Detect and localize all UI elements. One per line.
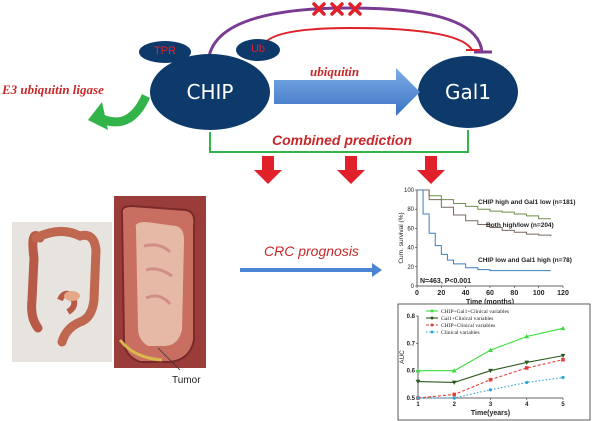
- combined-bracket: [209, 130, 469, 153]
- auc-x-tick-label: 4: [525, 402, 529, 408]
- combined-prediction-label: Combined prediction: [272, 132, 412, 148]
- auc-point: [452, 392, 457, 397]
- auc-point: [415, 368, 421, 373]
- chip-label: CHIP: [186, 80, 234, 104]
- km-y-label: Cum. survival (%): [398, 212, 405, 263]
- km-series-line: [417, 189, 551, 220]
- km-x-tick-label: 0: [415, 290, 419, 297]
- auc-x-tick-label: 1: [416, 402, 420, 408]
- km-y-tick-label: 0: [411, 284, 415, 290]
- auc-point: [416, 396, 420, 400]
- auc-y-tick-label: 0.5: [407, 396, 416, 402]
- km-x-tick-label: 60: [486, 290, 494, 297]
- km-y-tick-label: 20: [407, 265, 414, 271]
- km-series-label: CHIP high and Gal1 low (n=181): [478, 199, 576, 206]
- blocked-x-marks: [312, 2, 362, 16]
- crc-prognosis-label: CRC prognosis: [264, 243, 359, 259]
- auc-x-tick-label: 3: [489, 402, 493, 408]
- auc-point: [561, 375, 565, 380]
- km-series-label: Both high/low (n=204): [486, 222, 554, 229]
- auc-point: [415, 379, 421, 384]
- auc-x-tick-label: 5: [561, 402, 565, 408]
- tumor-illustration: [114, 196, 206, 371]
- auc-legend-label: CHIP+Clinical variables: [441, 323, 495, 329]
- km-y-tick-label: 100: [404, 188, 415, 194]
- auc-point: [561, 357, 565, 362]
- auc-point: [560, 353, 566, 359]
- inhibition-arc-purple: [206, 6, 484, 65]
- km-x-tick-label: 100: [533, 290, 545, 297]
- auc-point: [560, 325, 566, 331]
- auc-legend-label: CHIP+Gal1+Clinical variables: [441, 309, 509, 315]
- km-y-tick-label: 40: [407, 246, 414, 252]
- auc-point: [488, 368, 493, 374]
- km-annotation: N=463, P<0.001: [420, 278, 471, 285]
- ub-label: Ub: [250, 43, 266, 55]
- auc-point: [451, 380, 457, 385]
- km-x-tick-label: 20: [437, 290, 445, 297]
- auc-point: [451, 368, 457, 373]
- auc-legend-marker: [430, 316, 434, 320]
- auc-legend-marker: [430, 323, 434, 327]
- km-x-tick-label: 40: [462, 290, 470, 297]
- e3-loop-arrow: [98, 94, 151, 127]
- auc-series-line: [418, 376, 564, 399]
- ub-node: [236, 39, 280, 61]
- km-y-tick-label: 80: [407, 207, 414, 213]
- auc-x-label: Time(years): [471, 410, 510, 417]
- km-series-label: CHIP low and Gal1 high (n=78): [478, 257, 572, 264]
- gal1-label: Gal1: [444, 80, 492, 104]
- tpr-node: [139, 41, 191, 63]
- auc-point: [452, 396, 456, 400]
- tumor-label: Tumor: [172, 375, 201, 386]
- km-x-tick-label: 80: [510, 290, 518, 297]
- auc-point: [488, 377, 493, 382]
- auc-legend-marker: [430, 330, 434, 334]
- crc-arrow: [240, 263, 382, 277]
- e3-ligase-label: E3 ubiquitin ligase: [2, 82, 104, 97]
- km-series-line: [417, 189, 551, 272]
- inhibition-arc-red: [261, 26, 473, 51]
- km-x-label: Time (months): [466, 299, 514, 306]
- auc-legend-label: Clinical variables: [441, 330, 480, 336]
- auc-legend-label: Gal1+Clinical variables: [441, 316, 493, 322]
- auc-legend-marker: [430, 309, 434, 313]
- auc-y-tick-label: 0.7: [407, 341, 416, 347]
- km-series-line: [417, 189, 552, 237]
- chip-node: [150, 54, 270, 130]
- auc-frame: [397, 303, 591, 421]
- gal1-node: [418, 56, 518, 128]
- auc-y-tick-label: 0.8: [407, 314, 416, 320]
- colon-illustration: [12, 222, 112, 362]
- auc-point: [525, 380, 529, 385]
- auc-y-label: AUC: [399, 350, 406, 364]
- auc-x-tick-label: 2: [453, 402, 457, 408]
- ubiquitin-arrow: [274, 68, 420, 116]
- auc-point: [524, 334, 530, 339]
- auc-point: [524, 366, 529, 370]
- auc-point: [524, 360, 530, 365]
- km-x-tick-label: 120: [557, 290, 569, 297]
- auc-point: [488, 347, 493, 352]
- ubiquitin-label: ubiquitin: [310, 64, 360, 79]
- auc-y-tick-label: 0.6: [407, 369, 416, 375]
- down-arrows: [254, 156, 445, 184]
- auc-point: [488, 388, 493, 392]
- km-y-tick-label: 60: [407, 226, 414, 232]
- tpr-label: TPR: [154, 45, 176, 57]
